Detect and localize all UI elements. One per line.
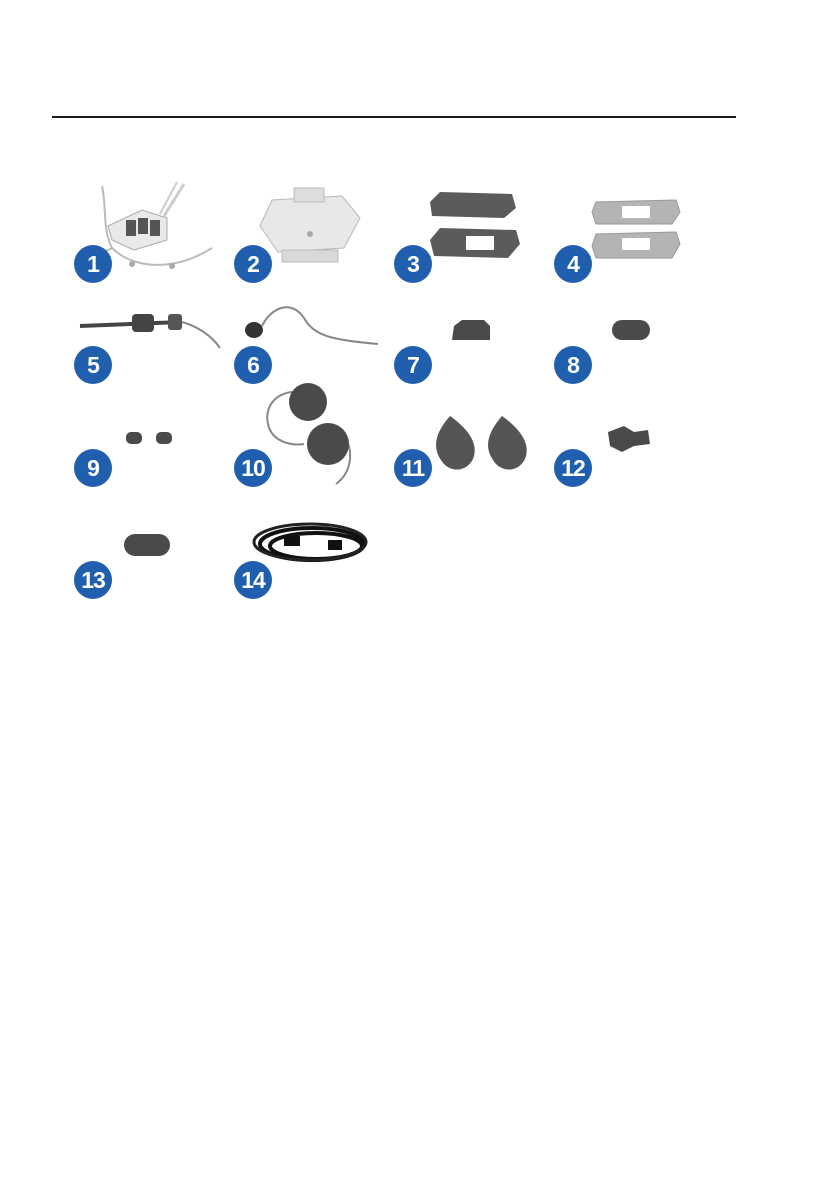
badge-1: 1: [74, 245, 112, 283]
badge-4: 4: [554, 245, 592, 283]
badge-11: 11: [394, 449, 432, 487]
header-rule: [52, 116, 736, 118]
badge-5: 5: [74, 346, 112, 384]
part-11: 11: [392, 412, 542, 522]
badge-13: 13: [74, 561, 112, 599]
part-14: 14: [232, 514, 382, 624]
part-8: 8: [552, 296, 702, 406]
part-5: 5: [72, 296, 222, 406]
badge-10: 10: [234, 449, 272, 487]
badge-2: 2: [234, 245, 272, 283]
badge-12: 12: [554, 449, 592, 487]
part-2: 2: [232, 178, 382, 288]
part-7: 7: [392, 296, 542, 406]
part-9: 9: [72, 412, 222, 522]
badge-3: 3: [394, 245, 432, 283]
part-13: 13: [72, 526, 222, 636]
part-12: 12: [552, 412, 702, 522]
badge-14: 14: [234, 561, 272, 599]
part-1: 1: [72, 178, 222, 288]
part-4: 4: [552, 178, 702, 288]
part-3: 3: [392, 178, 542, 288]
badge-9: 9: [74, 449, 112, 487]
badge-7: 7: [394, 346, 432, 384]
part-10: 10: [232, 372, 382, 482]
badge-8: 8: [554, 346, 592, 384]
